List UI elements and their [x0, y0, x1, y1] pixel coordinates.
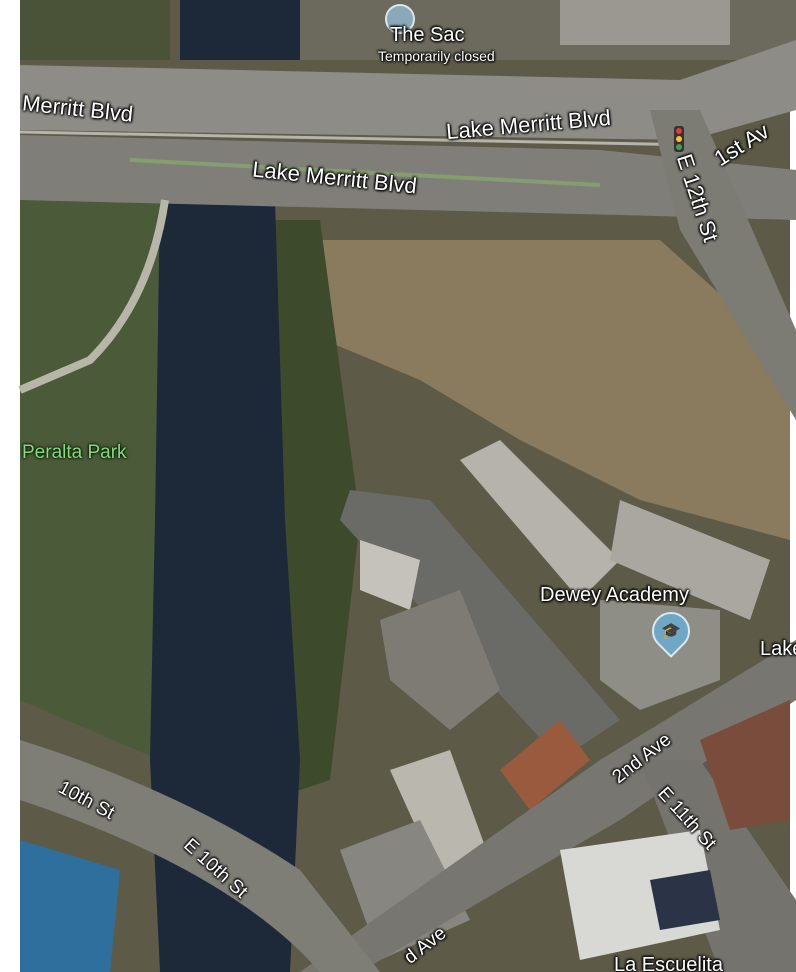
label-peralta-park[interactable]: Peralta Park: [22, 442, 127, 463]
road-e11th-st: [640, 760, 796, 972]
traffic-light-icon: [674, 126, 684, 152]
road-e12th-st: [650, 110, 796, 420]
road-lake-merritt-blvd-north: [20, 40, 796, 140]
river-canal: [150, 200, 300, 972]
graduation-cap-icon: 🎓: [661, 623, 681, 640]
road-10th-st: [20, 740, 380, 972]
tennis-courts: [20, 840, 120, 972]
place-pin-icon[interactable]: [385, 4, 415, 34]
road-2nd-ave: [300, 640, 796, 972]
label-la-escuelita[interactable]: La Escuelita: [614, 954, 723, 972]
label-the-sac-status: Temporarily closed: [378, 48, 495, 64]
label-lake-partial[interactable]: Lake: [760, 638, 796, 660]
label-the-sac[interactable]: The Sac: [390, 24, 465, 46]
label-dewey-academy[interactable]: Dewey Academy: [540, 584, 689, 606]
road-lake-merritt-blvd-south: [20, 135, 796, 220]
